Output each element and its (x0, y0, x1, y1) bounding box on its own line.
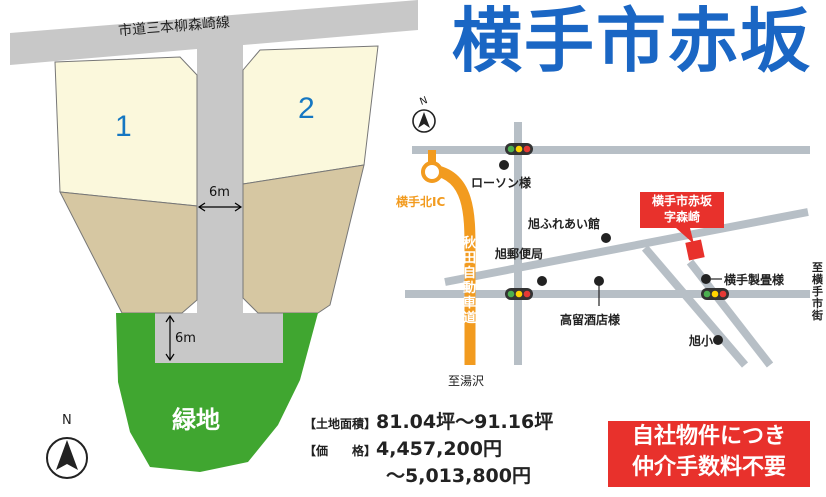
no-commission-badge: 自社物件につき 仲介手数料不要 (608, 421, 810, 487)
traffic-light-icon (505, 143, 533, 155)
traffic-light-icon (701, 288, 729, 300)
property-label: 横手市赤坂 字森崎 (640, 193, 724, 225)
price-row-2: 〜5,013,800円 (386, 461, 531, 488)
page-title: 横手市赤坂 (452, 0, 812, 82)
lot-1-upper (54, 56, 198, 207)
lot-1-lower (59, 191, 198, 314)
price-row: 【価 格】4,457,200円 (304, 434, 502, 461)
takadome-label: 高留酒店様 (560, 313, 621, 327)
asahi-hall-marker (601, 233, 611, 243)
dimension-upper (197, 202, 243, 212)
ic-label: 横手北IC (396, 195, 446, 209)
badge-line-2: 仲介手数料不要 (631, 455, 786, 480)
post-office-marker (537, 276, 547, 286)
property-callout-box (640, 192, 724, 228)
post-office-label: 旭郵便局 (495, 247, 544, 261)
north-arrow-icon (46, 437, 88, 479)
tatami-marker (701, 274, 711, 284)
area-map (405, 109, 810, 368)
driveway-bottom (155, 313, 283, 363)
lot-1-number: 1 (115, 110, 132, 143)
map-north-arrow-icon (412, 109, 436, 133)
price-label: 【価 格】 (304, 444, 377, 458)
school-marker (713, 335, 723, 345)
dimension-lower (165, 314, 175, 362)
school-label: 旭小 (689, 334, 714, 348)
to-yuzawa-label: 至湯沢 (448, 374, 485, 388)
area-value: 81.04坪〜91.16坪 (376, 411, 554, 433)
width-label-upper: 6m (209, 185, 230, 200)
area-row: 【土地面積】81.04坪〜91.16坪 (304, 407, 553, 434)
width-label-lower: 6m (175, 331, 196, 346)
lawson-label: ローソン様 (471, 176, 532, 190)
expressway-label: 秋田自動車道 (463, 236, 477, 326)
price-value-2: 〜5,013,800円 (386, 465, 531, 487)
lot-2-lower (242, 164, 365, 314)
badge-line-1: 自社物件につき (631, 424, 786, 449)
green-area (116, 313, 318, 472)
property-marker (685, 239, 705, 261)
property-label-line1: 横手市赤坂 (651, 194, 712, 208)
north-label: N (62, 413, 72, 428)
lawson-marker (499, 160, 509, 170)
green-area-label: 緑地 (172, 406, 220, 434)
lot-2-number: 2 (298, 92, 315, 125)
private-road (197, 45, 243, 363)
takadome-marker (594, 276, 604, 286)
area-label: 【土地面積】 (304, 417, 377, 431)
tatami-label: 横手製畳様 (724, 273, 785, 287)
price-value-1: 4,457,200円 (376, 438, 502, 460)
traffic-light-icon (505, 288, 533, 300)
property-label-line2: 字森崎 (663, 210, 700, 224)
to-yokote-label: 至横手市街 (812, 261, 823, 322)
city-road (10, 0, 418, 65)
asahi-hall-label: 旭ふれあい館 (528, 217, 601, 231)
